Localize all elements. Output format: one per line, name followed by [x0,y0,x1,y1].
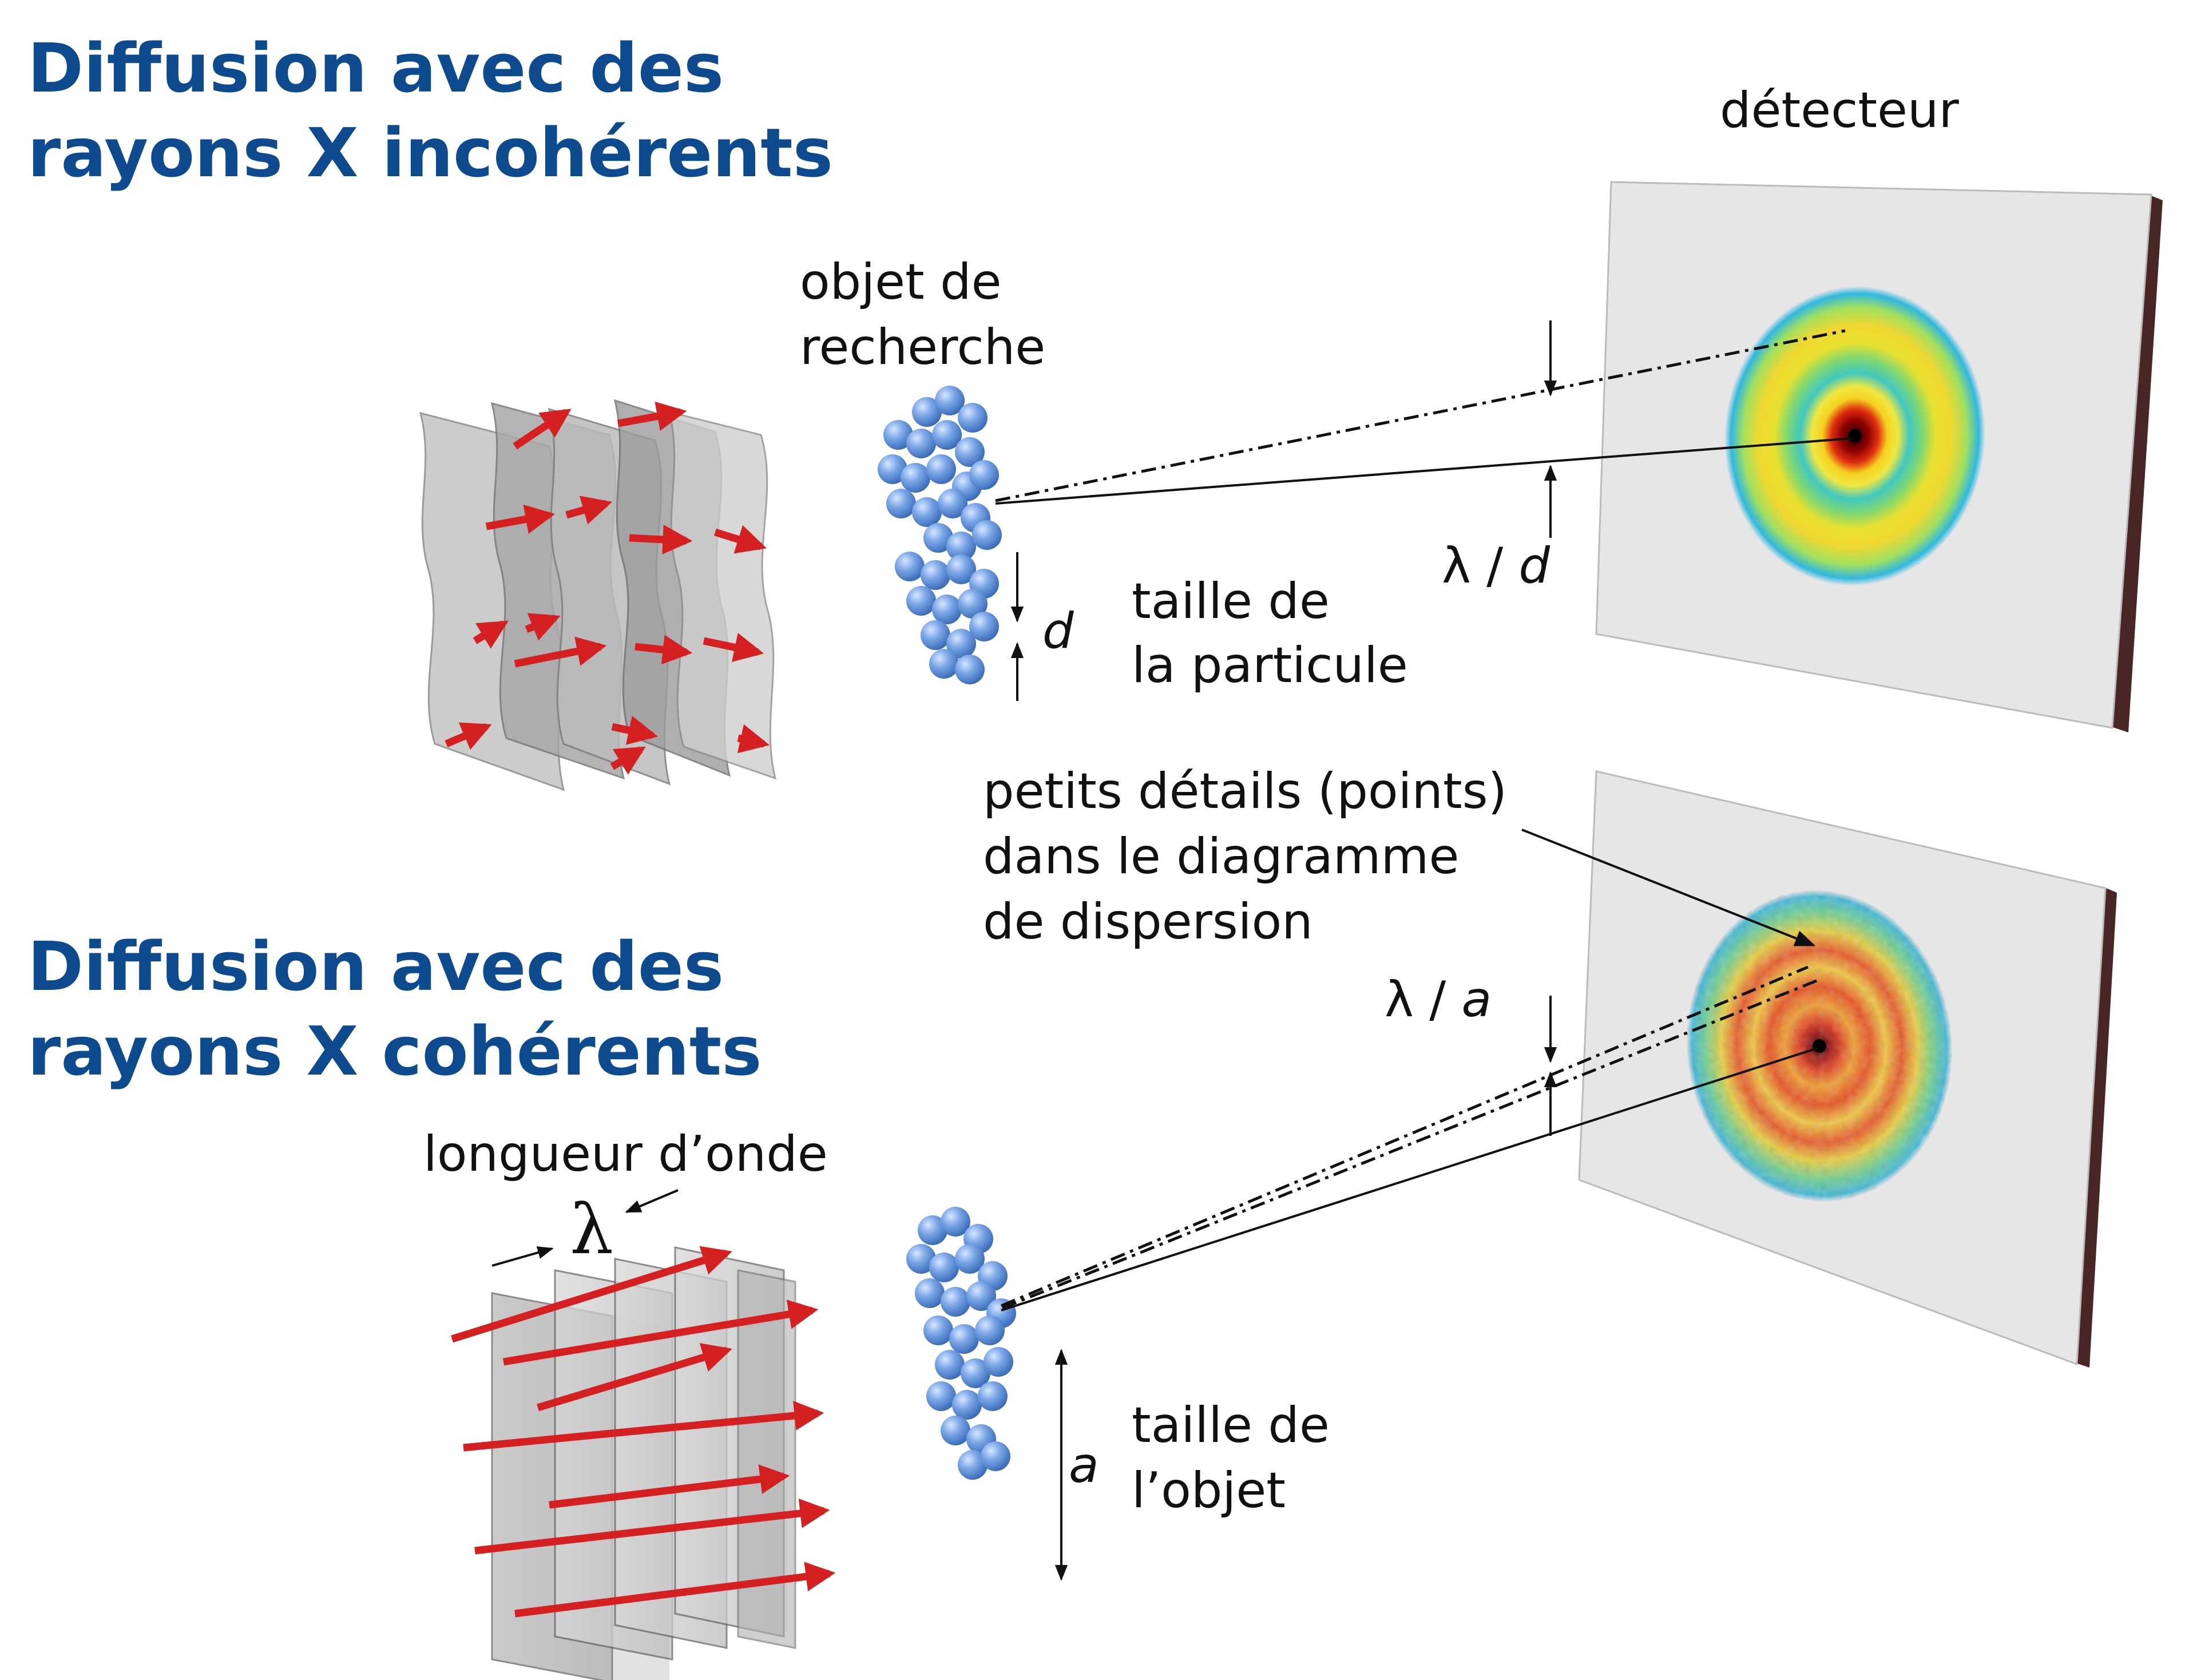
label-particle-size-line1: taille de [1132,573,1330,630]
label-details-line1: petits détails (points) [983,763,1507,820]
heading-coherent-line2: rayons X cohérents [27,1012,762,1091]
label-a-symbol: a [1069,1437,1099,1494]
label-object-line1: objet de [800,253,1002,311]
research-object-particle-bottom [906,1207,1016,1480]
detector-incoherent [1595,181,2163,732]
label-d-symbol: d [1042,603,1074,660]
details-pointer-arrow [1521,829,1816,946]
label-wavelength: longueur d’onde [423,1126,828,1183]
wavelength-marker [491,1189,679,1267]
detector-edge [2111,193,2163,732]
heading-incoherent-line2: rayons X incohérents [27,113,833,192]
detector-coherent [1578,770,2117,1368]
label-particle-size-line2: la particule [1132,637,1408,694]
detector-edge [2076,887,2117,1368]
coherent-wavefronts [451,1246,836,1680]
label-details-line3: de dispersion [983,893,1313,950]
scatter-lines-top [995,329,1853,505]
label-object-size-line2: l’objet [1132,1462,1286,1519]
incoherent-ray-arrows [445,401,770,775]
label-details-line2: dans le diagramme [983,828,1459,885]
label-object-size-line1: taille de [1132,1397,1330,1454]
wave-plane [737,1269,796,1649]
label-lambda-over-a: λ / a [1385,971,1492,1028]
scatter-lines-bottom [1001,965,1820,1311]
label-detector: détecteur [1720,82,1960,139]
label-object-line2: recherche [800,319,1045,376]
research-object-particle-top [878,386,1002,684]
label-lambda-over-d: λ / d [1442,537,1550,595]
incoherent-wavefronts [419,399,777,791]
heading-incoherent-line1: Diffusion avec des [27,29,724,108]
coherent-ray-arrows [451,1246,836,1618]
wave-plane [668,410,777,780]
label-lambda-symbol: λ [570,1190,613,1270]
heading-coherent-line1: Diffusion avec des [27,927,724,1006]
